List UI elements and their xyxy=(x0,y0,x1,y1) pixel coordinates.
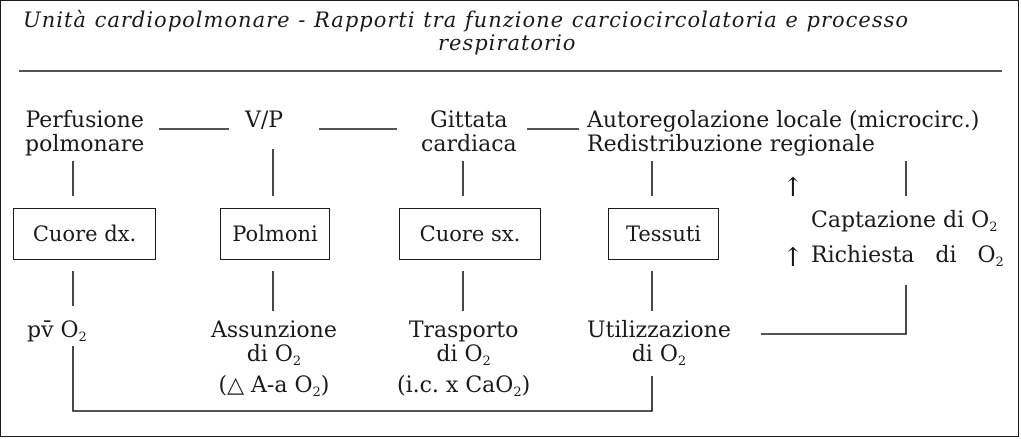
box-tessuti-label: Tessuti xyxy=(625,222,702,246)
label-vp: V/P xyxy=(245,108,284,133)
box-cuore-dx-label: Cuore dx. xyxy=(32,222,137,246)
link-return-loop xyxy=(72,346,653,412)
label-pvo2: pv̄ O2 xyxy=(27,318,87,346)
label-autoregolazione: Autoregolazione locale (microcirc.) Redi… xyxy=(587,108,980,157)
box-cuore-sx: Cuore sx. xyxy=(399,208,541,260)
title-line-2: respiratorio xyxy=(438,31,577,55)
box-tessuti: Tessuti xyxy=(608,208,719,260)
box-polmoni-label: Polmoni xyxy=(232,222,318,246)
label-trasporto: Trasporto di O2 (i.c. x CaO2) xyxy=(397,318,531,401)
up-arrow-icon: ↑ xyxy=(782,243,804,273)
title-line-1: Unità cardiopolmonare - Rapporti tra fun… xyxy=(23,8,910,32)
box-cuore-dx: Cuore dx. xyxy=(13,208,156,260)
up-arrow-icon: ↑ xyxy=(782,173,804,203)
label-captazione: Captazione di O2 xyxy=(811,208,998,236)
label-richiesta: Richiesta di O2 xyxy=(811,243,1004,271)
link-utilizzazione-richiesta xyxy=(761,285,907,335)
box-polmoni: Polmoni xyxy=(220,208,330,260)
label-utilizzazione: Utilizzazione di O2 xyxy=(587,318,731,370)
label-assunzione: Assunzione di O2 (△ A-a O2) xyxy=(211,318,337,401)
label-perfusione-polmonare: Perfusione polmonare xyxy=(25,108,145,157)
box-cuore-sx-label: Cuore sx. xyxy=(419,222,521,246)
label-gittata-cardiaca: Gittata cardiaca xyxy=(421,108,517,157)
